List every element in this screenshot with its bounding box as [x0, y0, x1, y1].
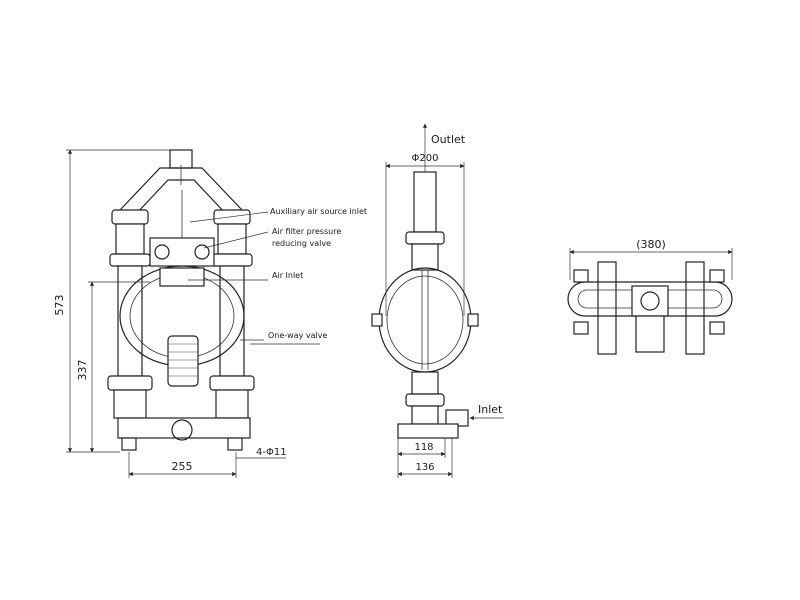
bolt-holes-label: 4-Φ11	[256, 447, 287, 458]
side-view: Outlet Inlet Φ200 118 136	[371, 123, 504, 478]
outlet-manifold	[119, 149, 243, 215]
dim-diameter: Φ200	[385, 153, 465, 316]
callout-aux-air: Auxiliary air source inlet	[189, 207, 367, 223]
right-column	[209, 209, 255, 419]
callout-filter-label-2: reducing valve	[272, 239, 331, 248]
outlet-label: Outlet	[431, 133, 466, 146]
dim-255-label: 255	[172, 460, 193, 473]
dim-380-label: (380)	[636, 238, 666, 251]
callout-one-way-label: One-way valve	[268, 331, 327, 340]
dim-337-label: 337	[76, 360, 89, 381]
side-body	[371, 171, 479, 439]
dim-136-label: 136	[415, 462, 434, 473]
top-body	[567, 261, 733, 355]
top-view: (380)	[567, 238, 733, 355]
dim-height-inlet: 337	[76, 281, 150, 453]
muffler	[167, 335, 199, 387]
callout-filter-label-1: Air filter pressure	[272, 227, 341, 236]
dim-base-inner: 118	[397, 438, 446, 478]
callout-one-way: One-way valve	[240, 331, 327, 345]
left-column	[107, 209, 153, 419]
dim-width-base: 255	[128, 452, 237, 478]
dim-height-total: 573	[53, 149, 170, 453]
callout-air-inlet: Air Inlet	[188, 271, 303, 281]
dim-top-width: (380)	[569, 238, 733, 280]
inlet-label: Inlet	[478, 403, 503, 416]
callout-aux-air-label: Auxiliary air source inlet	[270, 207, 367, 216]
inlet-manifold	[117, 417, 251, 451]
inlet-arrow: Inlet	[469, 403, 504, 421]
dim-118-label: 118	[414, 442, 433, 453]
outlet-arrow: Outlet	[422, 123, 466, 172]
dim-base-outer: 136	[397, 438, 453, 478]
callout-filter: Air filter pressure reducing valve	[203, 227, 341, 249]
front-view: 573 337 255 4-Φ11 Auxiliary air source i…	[53, 149, 367, 478]
dim-573-label: 573	[53, 295, 66, 316]
bolt-hole-callout: 4-Φ11	[236, 447, 287, 459]
callout-air-inlet-label: Air Inlet	[272, 271, 303, 280]
dim-diameter-label: Φ200	[412, 153, 439, 164]
